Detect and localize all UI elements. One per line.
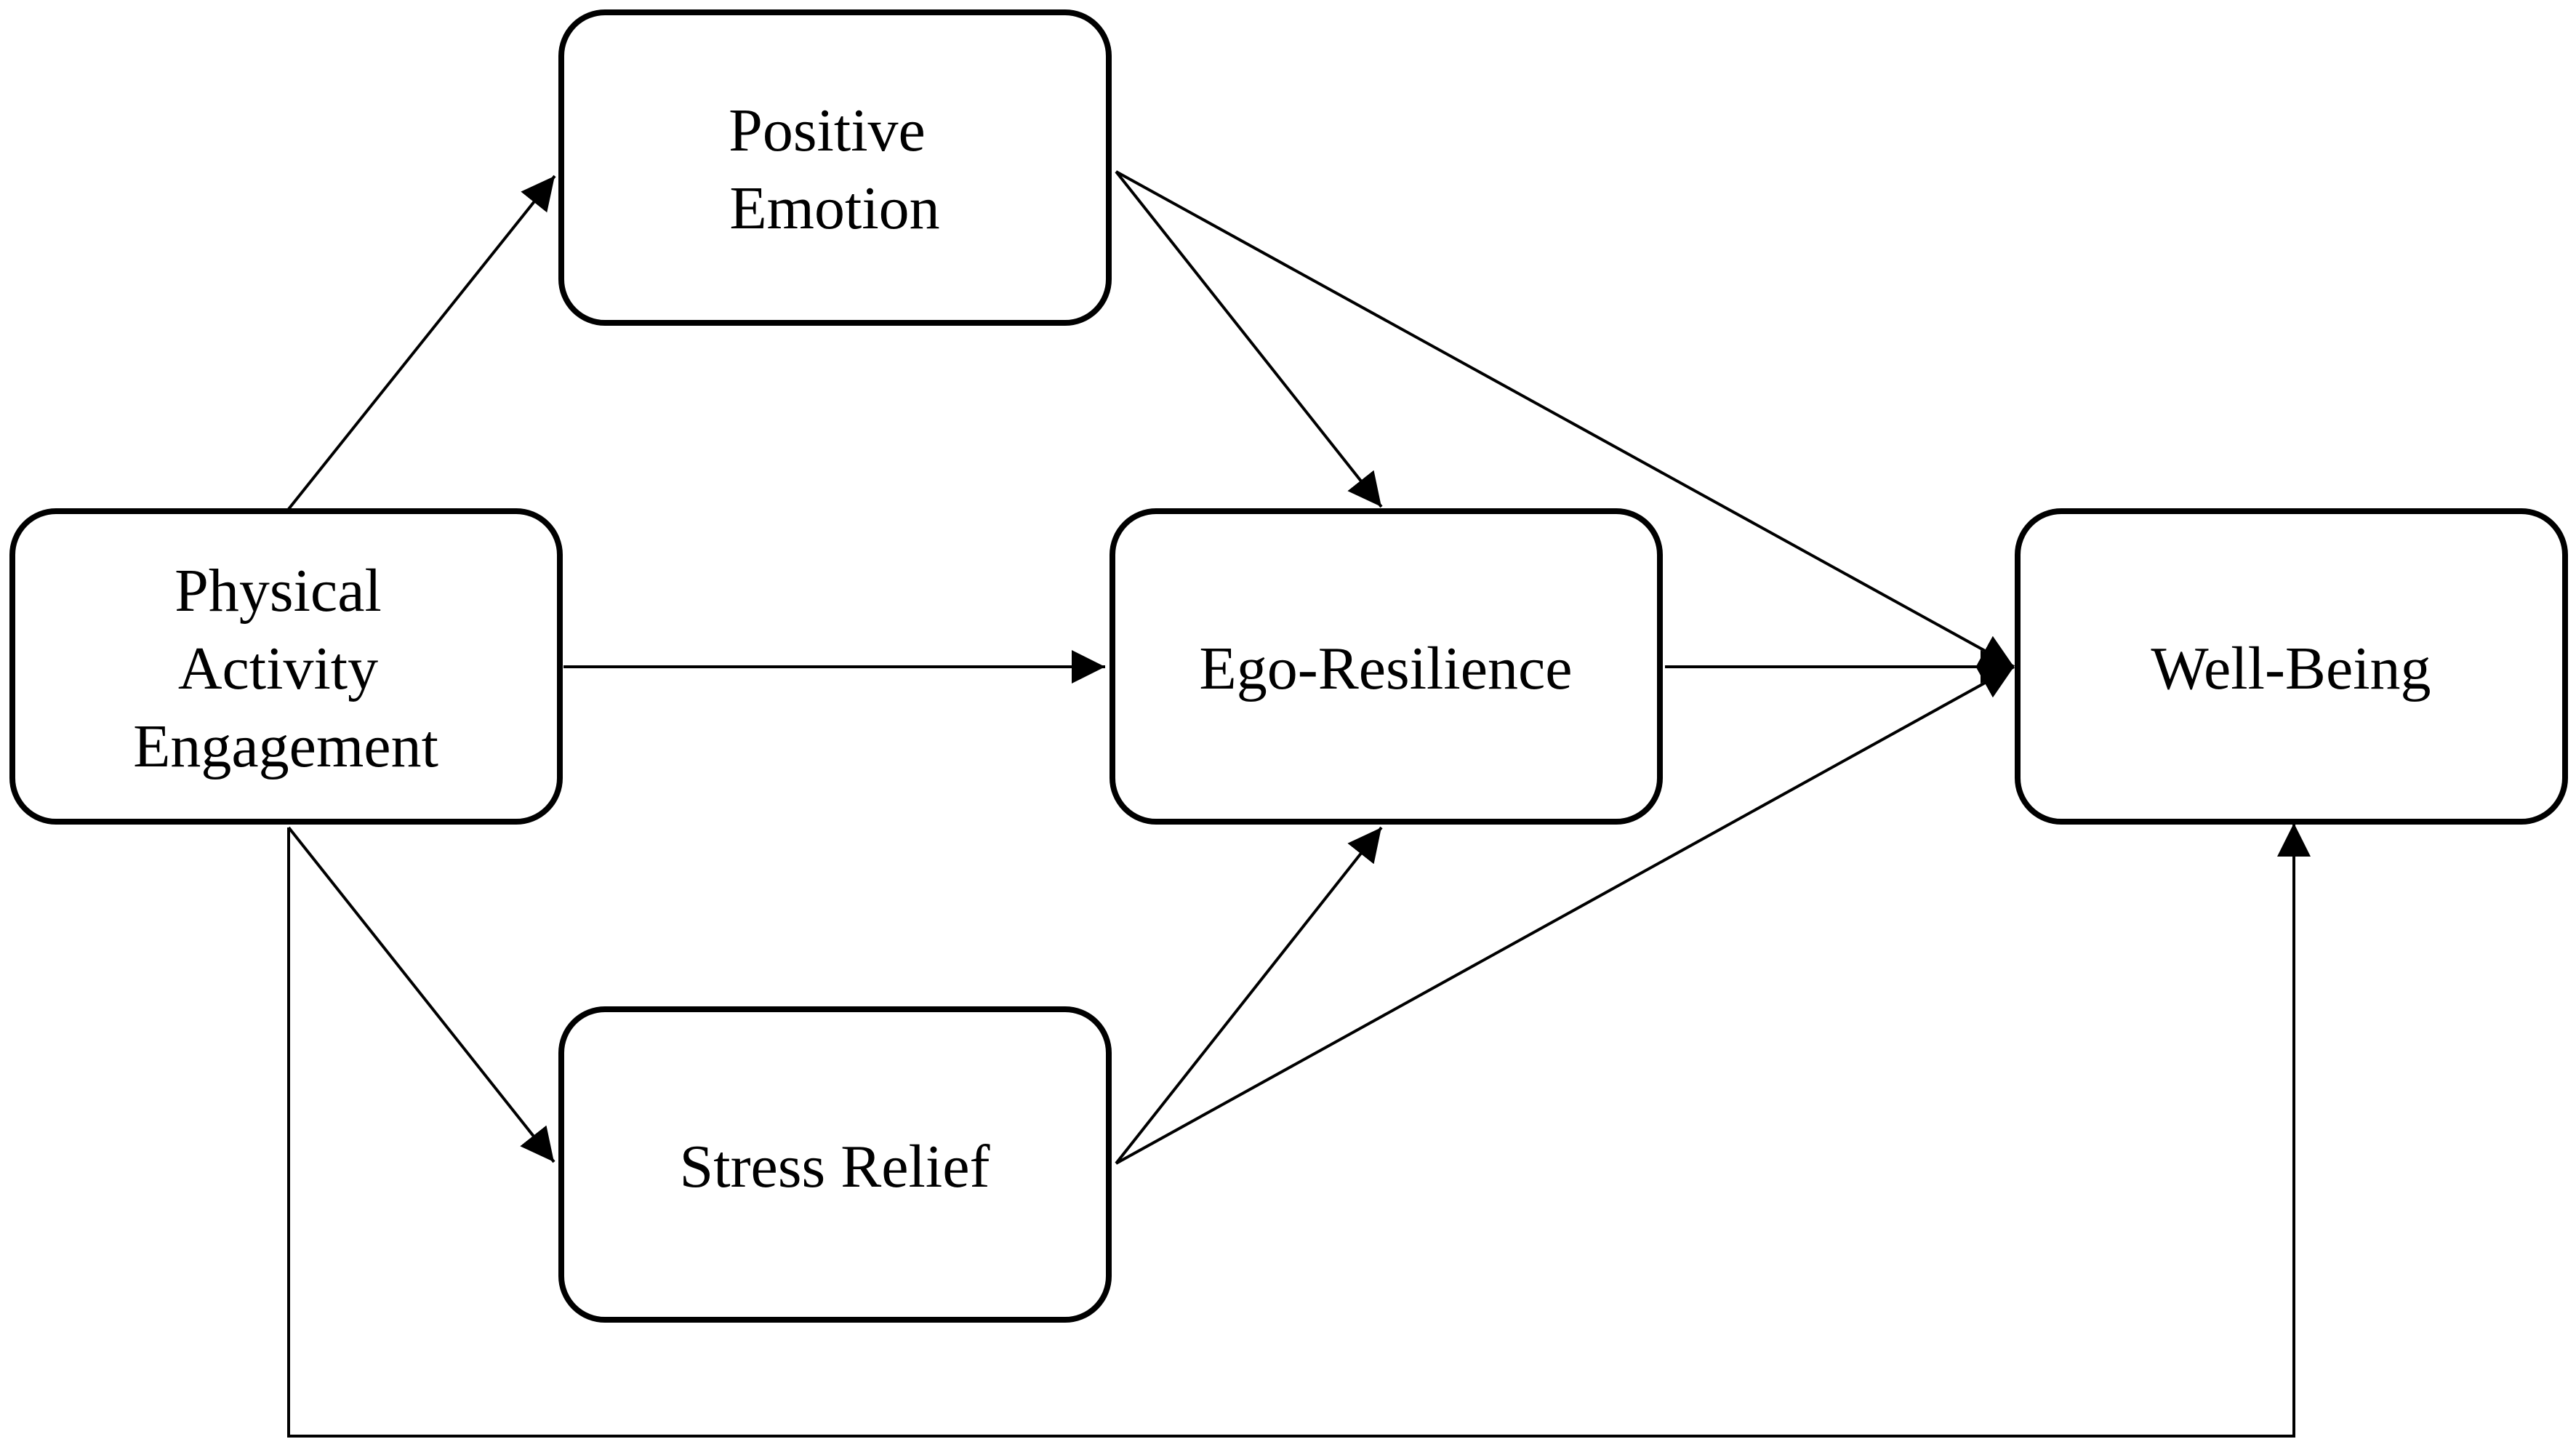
edge-physical-to-stress [287,826,555,1163]
node-label: Well-Being [2151,635,2431,702]
node-label-line: Positive [729,97,926,164]
edge-stress-to-wellbeing [1115,665,2015,1165]
node-label-line: Ego-Resilience [1199,635,1572,702]
node-box [558,9,1112,326]
node-label-line: Engagement [133,713,438,780]
node-well-being: Well-Being [2015,508,2568,825]
node-box [1110,508,1663,825]
node-box [9,508,563,825]
node-box [2015,508,2568,825]
node-label-line: Physical [174,557,382,625]
node-label: Ego-Resilience [1199,635,1572,702]
node-label: Physical Activity Engagement [133,557,438,780]
node-box [558,1006,1112,1323]
edge-stress-to-ego [1115,826,1383,1165]
node-physical-activity-engagement: Physical Activity Engagement [9,508,563,825]
node-stress-relief: Stress Relief [558,1006,1112,1323]
node-label-line: Activity [178,635,378,702]
edge-positive-to-ego [1115,170,1383,508]
node-label: Stress Relief [680,1133,990,1201]
edge-physical-to-positive [287,175,556,510]
edge-positive-to-wellbeing [1115,170,2015,668]
node-label-line: Well-Being [2151,635,2431,702]
node-label-line: Emotion [729,175,939,242]
node-label: Positive Emotion [729,97,941,242]
node-ego-resilience: Ego-Resilience [1110,508,1663,825]
node-label-line: Stress Relief [680,1133,990,1201]
edge-physical-to-wellbeing [287,823,2311,1438]
node-positive-emotion: Positive Emotion [558,9,1112,326]
